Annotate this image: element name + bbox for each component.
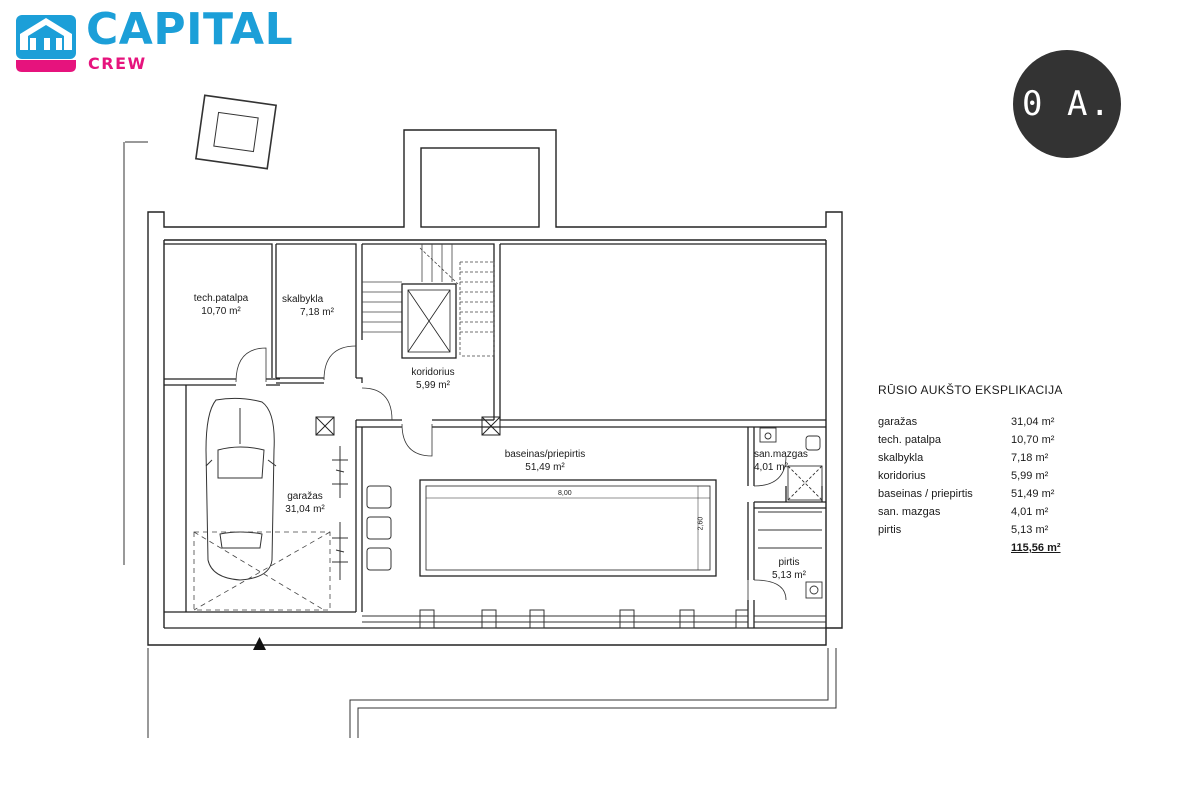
terrace-outline-inner [357,648,837,738]
pool-width-dimension: 2,60 [697,516,705,531]
row-area: 4,01 m² [1011,506,1049,518]
sanitary-fixtures [758,427,823,599]
room-name: koridorius [411,367,455,378]
row-area: 10,70 m² [1011,434,1055,446]
table-row: tech. patalpa 10,70 m² [878,434,1078,450]
room-label-tech-patalpa: tech.patalpa 10,70 m² [186,292,256,318]
row-name: garažas [878,416,918,428]
row-name: skalbykla [878,452,924,464]
table-row: san. mazgas 4,01 m² [878,506,1078,522]
room-area: 5,13 m² [772,570,806,581]
room-label-koridorius: koridorius 5,99 m² [398,366,468,392]
lounge-chair-icon [366,485,392,571]
room-label-skalbykla: skalbykla 7,18 m² [282,293,352,319]
explication-total: 115,56 m² [1011,542,1061,554]
row-name: tech. patalpa [878,434,941,446]
garage-door-swing [193,531,331,611]
room-area: 10,70 m² [201,306,241,317]
vent-shaft-icon [315,416,501,436]
room-label-san-mazgas: san.mazgas 4,01 m² [754,448,820,474]
room-area: 31,04 m² [285,504,325,515]
doors [235,345,787,601]
room-area: 4,01 m² [754,462,788,473]
row-name: pirtis [878,524,902,536]
floor-badge: 0 A. [1013,50,1121,158]
row-area: 51,49 m² [1011,488,1055,500]
terrace-outline [349,648,829,738]
row-area: 7,18 m² [1011,452,1049,464]
pool-length-dimension: 8,00 [558,490,572,497]
room-name: baseinas/priepirtis [504,449,586,460]
brand-name: CAPITAL [86,4,294,55]
row-name: san. mazgas [878,506,941,518]
glazing [362,609,826,629]
table-row: koridorius 5,99 m² [878,470,1078,486]
car-icon [205,397,277,581]
pool [419,479,717,577]
bicycle-icon [332,446,348,580]
brand-subname: CREW [88,54,147,73]
table-row: baseinas / priepirtis 51,49 m² [878,488,1078,504]
room-label-baseinas-priepirtis: baseinas/priepirtis 51,49 m² [490,448,600,474]
room-label-pirtis: pirtis 5,13 m² [754,556,824,582]
house-logo-icon [16,15,76,72]
room-name: tech.patalpa [193,293,249,304]
row-area: 5,99 m² [1011,470,1049,482]
row-name: koridorius [878,470,926,482]
table-row: skalbykla 7,18 m² [878,452,1078,468]
floor-badge-label: 0 A. [1022,84,1112,124]
elevator-shaft-icon [401,283,457,359]
table-row: garažas 31,04 m² [878,416,1078,432]
room-name: skalbykla [282,294,324,305]
skylight [194,94,278,170]
row-area: 5,13 m² [1011,524,1049,536]
outer-walls [147,129,843,646]
row-name: baseinas / priepirtis [878,488,973,500]
room-area: 5,99 m² [416,380,450,391]
room-name: san.mazgas [754,449,808,460]
room-area: 51,49 m² [525,462,565,473]
room-label-garazas: garažas 31,04 m² [270,490,340,516]
room-name: pirtis [778,557,800,568]
stairs [362,244,495,357]
explication-title: RŪSIO AUKŠTO EKSPLIKACIJA [878,383,1063,397]
room-area: 7,18 m² [300,307,334,318]
table-row: pirtis 5,13 m² [878,524,1078,540]
row-area: 31,04 m² [1011,416,1055,428]
entrance-arrow-icon [253,637,266,650]
room-name: garažas [287,491,323,502]
